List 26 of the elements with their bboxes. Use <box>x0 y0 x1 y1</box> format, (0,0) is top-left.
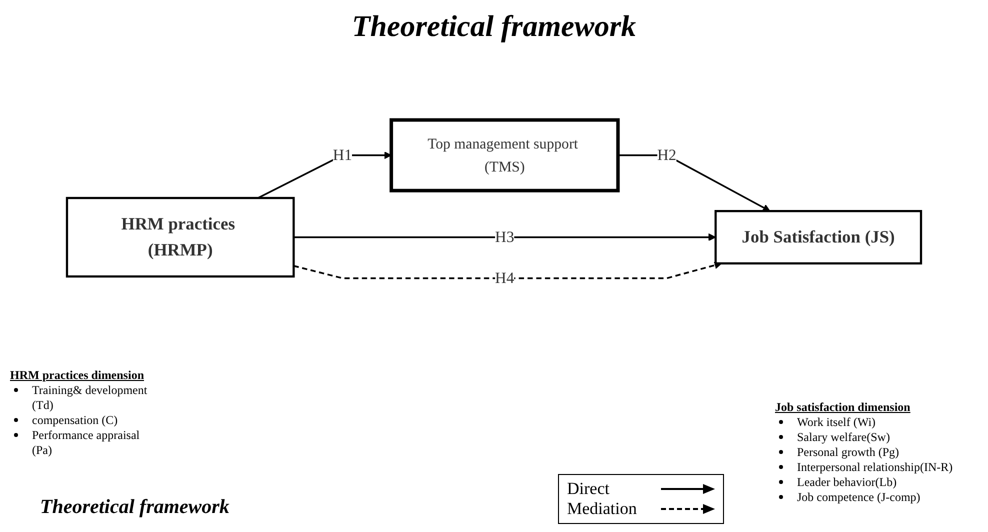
list-item: Interpersonal relationship(IN-R) <box>797 460 953 474</box>
edge-label: H1 <box>332 146 352 164</box>
arrow <box>258 151 392 199</box>
list-item: Salary welfare(Sw) <box>797 430 890 444</box>
list-item: compensation (C) <box>32 413 118 427</box>
list-item: Personal growth (Pg) <box>797 445 899 459</box>
list-item: Training& development (Td) <box>32 383 148 412</box>
arrow <box>293 262 722 280</box>
node-box: Job Satisfaction (JS) <box>714 210 922 264</box>
edge-label: H4 <box>495 269 514 287</box>
list-heading: HRM practices dimension <box>10 368 145 383</box>
list-item: Job competence (J-comp) <box>797 490 920 504</box>
arrow <box>618 154 770 212</box>
node-box: Top management support (TMS) <box>390 118 620 192</box>
list-item: Leader behavior(Lb) <box>797 475 897 489</box>
list-item: Performance appraisal (Pa) <box>32 428 140 457</box>
legend-label: Direct <box>567 479 610 499</box>
legend-label: Mediation <box>567 499 637 519</box>
edge-label: H2 <box>657 146 676 164</box>
caption: Theoretical framework <box>40 496 230 519</box>
diagram-title: Theoretical framework <box>350 10 638 44</box>
edge-label: H3 <box>495 228 514 246</box>
arrow <box>294 233 716 242</box>
list-item: Work itself (Wi) <box>797 415 876 429</box>
node-box: HRM practices (HRMP) <box>66 196 295 278</box>
list-heading: Job satisfaction dimension <box>775 400 912 415</box>
